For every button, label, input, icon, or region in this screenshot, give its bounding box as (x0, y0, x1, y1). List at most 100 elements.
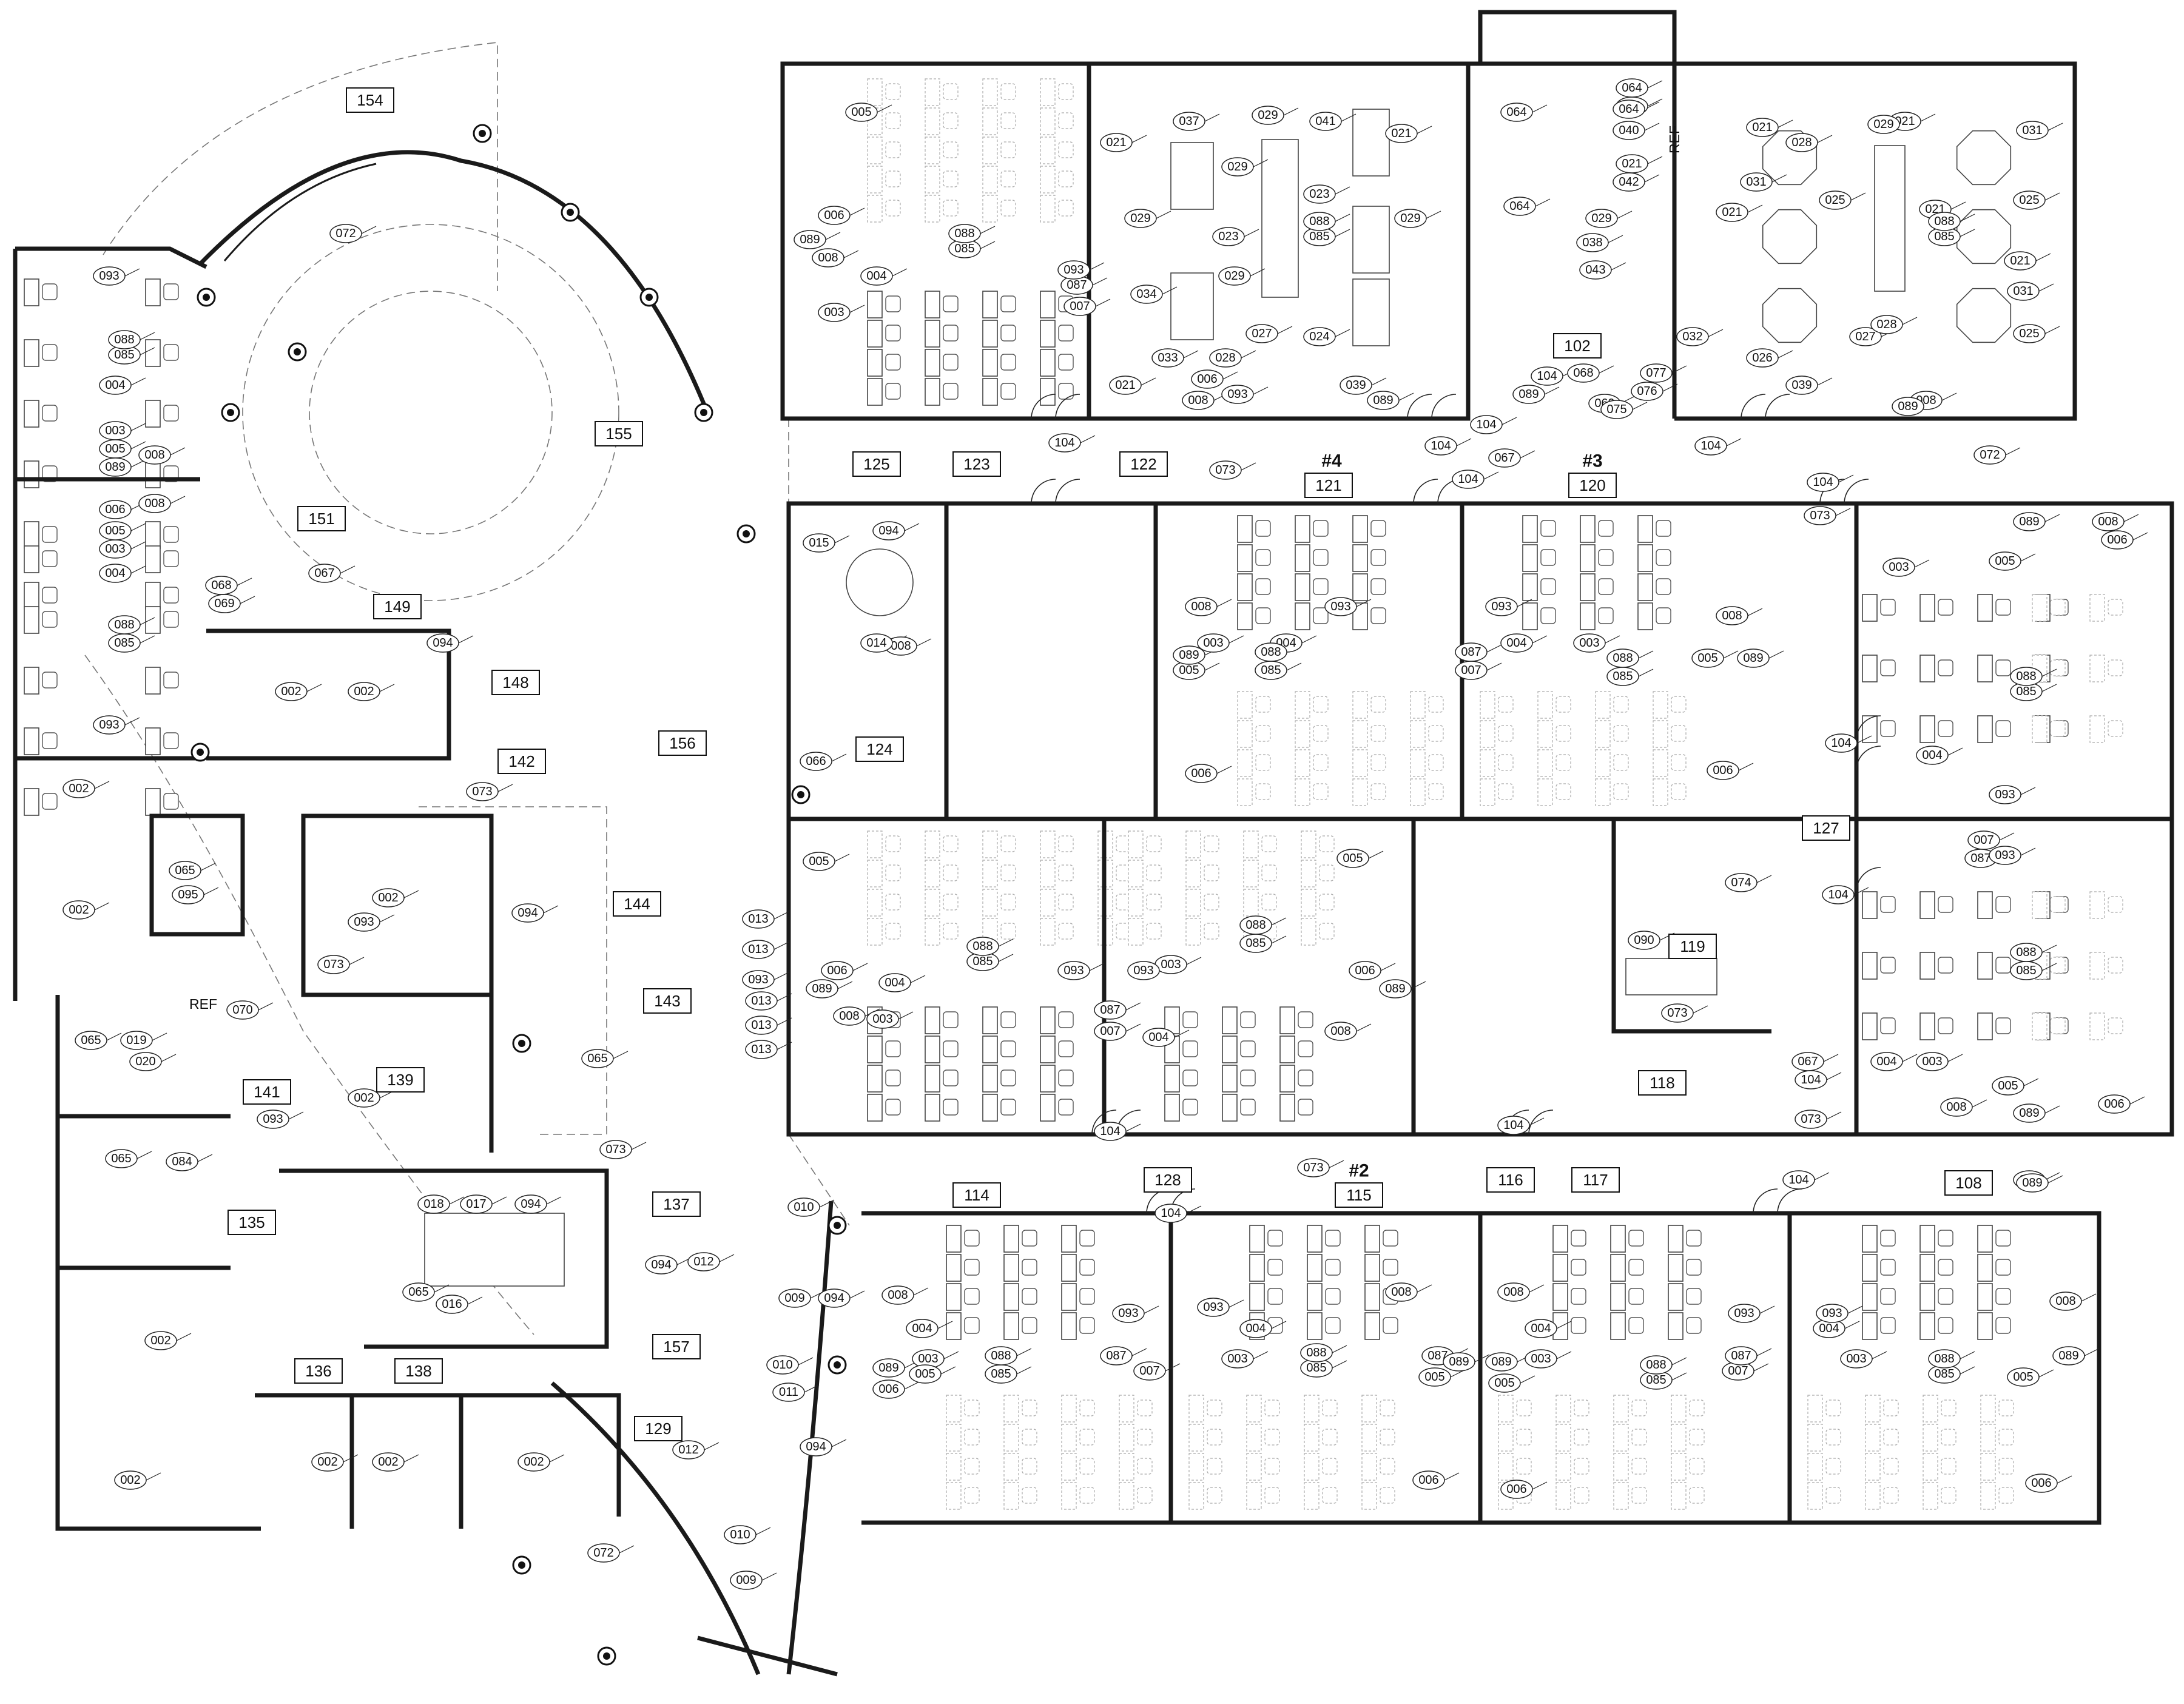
leader-line (1271, 935, 1287, 944)
chair (1000, 112, 1016, 129)
desk (925, 1065, 940, 1093)
tag-004: 004 (1500, 633, 1533, 653)
tag-text: 010 (772, 1358, 792, 1372)
chair (1574, 1458, 1589, 1475)
tag-bubble (1218, 266, 1251, 286)
desk (1307, 1283, 1323, 1311)
tag-089: 089 (1367, 391, 1400, 410)
tag-bubble (909, 1364, 942, 1384)
tag-text: 093 (1063, 964, 1084, 977)
tag-bubble (308, 564, 341, 583)
desk (1552, 1254, 1568, 1282)
chair (943, 295, 959, 312)
tag-088: 088 (108, 615, 141, 635)
tag-text: 006 (1197, 372, 1217, 386)
tag-bubble (402, 1282, 435, 1302)
chair (1325, 1259, 1341, 1276)
tag-text: 031 (1746, 175, 1766, 189)
desk (1352, 778, 1368, 806)
leader-line (1556, 1351, 1572, 1359)
leader-line (434, 1284, 450, 1293)
leader-line (2041, 963, 2057, 971)
leader-line (2048, 123, 2063, 131)
wall-27 (279, 1168, 609, 1349)
tag-034: 034 (1130, 285, 1163, 304)
lab-bench-7 (1874, 145, 1906, 292)
tag-bubble (2007, 1367, 2040, 1387)
chair (1671, 754, 1687, 771)
tag-bubble (1191, 369, 1224, 389)
tag-bubble (2010, 943, 2043, 962)
leader-line (904, 1381, 920, 1390)
tag-076: 076 (1631, 382, 1663, 401)
tag-text: 104 (1431, 439, 1451, 453)
tag-bubble (108, 615, 141, 635)
leader-line (1638, 668, 1654, 677)
chair (1686, 1230, 1702, 1247)
desk (1128, 830, 1144, 858)
tag-028: 028 (1785, 133, 1818, 152)
leader-line (1241, 462, 1256, 471)
tag-010: 010 (766, 1355, 799, 1375)
tag-bubble (800, 752, 832, 771)
room-number-text: 155 (605, 425, 632, 443)
room-number-123: 123 (952, 451, 1001, 477)
desk (1040, 889, 1056, 917)
room-number-box (1486, 1167, 1535, 1193)
tag-093: 093 (1057, 961, 1090, 980)
tag-bubble (1303, 212, 1336, 231)
leader-line (619, 1545, 635, 1554)
room-number-text: 124 (866, 740, 892, 758)
tag-text: 019 (126, 1034, 146, 1047)
chair (2108, 896, 2123, 913)
room-number-box (952, 451, 1001, 477)
room-number-119: 119 (1668, 934, 1717, 959)
desk (1352, 515, 1368, 543)
leader-line (1222, 371, 1238, 380)
chair (1995, 1017, 2011, 1034)
chair (2050, 659, 2066, 676)
tag-085: 085 (948, 239, 981, 258)
desk (946, 1312, 962, 1340)
desk (1061, 1453, 1077, 1481)
tag-073: 073 (1297, 1158, 1330, 1177)
tag-text: 088 (954, 227, 974, 240)
tag-text: 073 (1801, 1113, 1821, 1126)
leader-line (1872, 1351, 1887, 1359)
tag-bubble (99, 500, 132, 519)
desk (1307, 1312, 1323, 1340)
room-number-box (643, 988, 692, 1014)
room-number-text: 141 (254, 1083, 280, 1101)
desk (2089, 952, 2105, 980)
chair (1313, 607, 1329, 624)
chair (1267, 1230, 1283, 1247)
tag-008: 008 (1497, 1282, 1530, 1302)
leader-line (2038, 283, 2054, 292)
tag-bubble (99, 457, 132, 477)
tag-text: 073 (1810, 509, 1830, 522)
tag-text: 013 (748, 943, 768, 956)
tag-text: 021 (1722, 206, 1742, 219)
desk (2089, 594, 2105, 622)
tag-text: 077 (1646, 366, 1666, 380)
desk (1301, 918, 1316, 946)
leader-line (240, 596, 255, 604)
chair (1298, 1040, 1313, 1057)
tag-bubble (1867, 115, 1900, 134)
tag-006: 006 (818, 206, 851, 225)
desk (1498, 1453, 1514, 1481)
leader-line (1638, 650, 1654, 659)
tag-bubble (1631, 382, 1663, 401)
chair (1671, 696, 1687, 713)
leader-line (130, 541, 146, 550)
leader-line (1080, 435, 1096, 443)
chair (1000, 295, 1016, 312)
workstation-group (1188, 1395, 1395, 1510)
tag-text: 004 (866, 269, 886, 283)
desk (867, 195, 883, 223)
lounge-table (1625, 958, 1717, 995)
tag-104: 104 (1782, 1170, 1815, 1190)
leader-line (1228, 1299, 1244, 1308)
room-number-text: 137 (663, 1195, 689, 1213)
room-number-148: 148 (491, 670, 540, 695)
